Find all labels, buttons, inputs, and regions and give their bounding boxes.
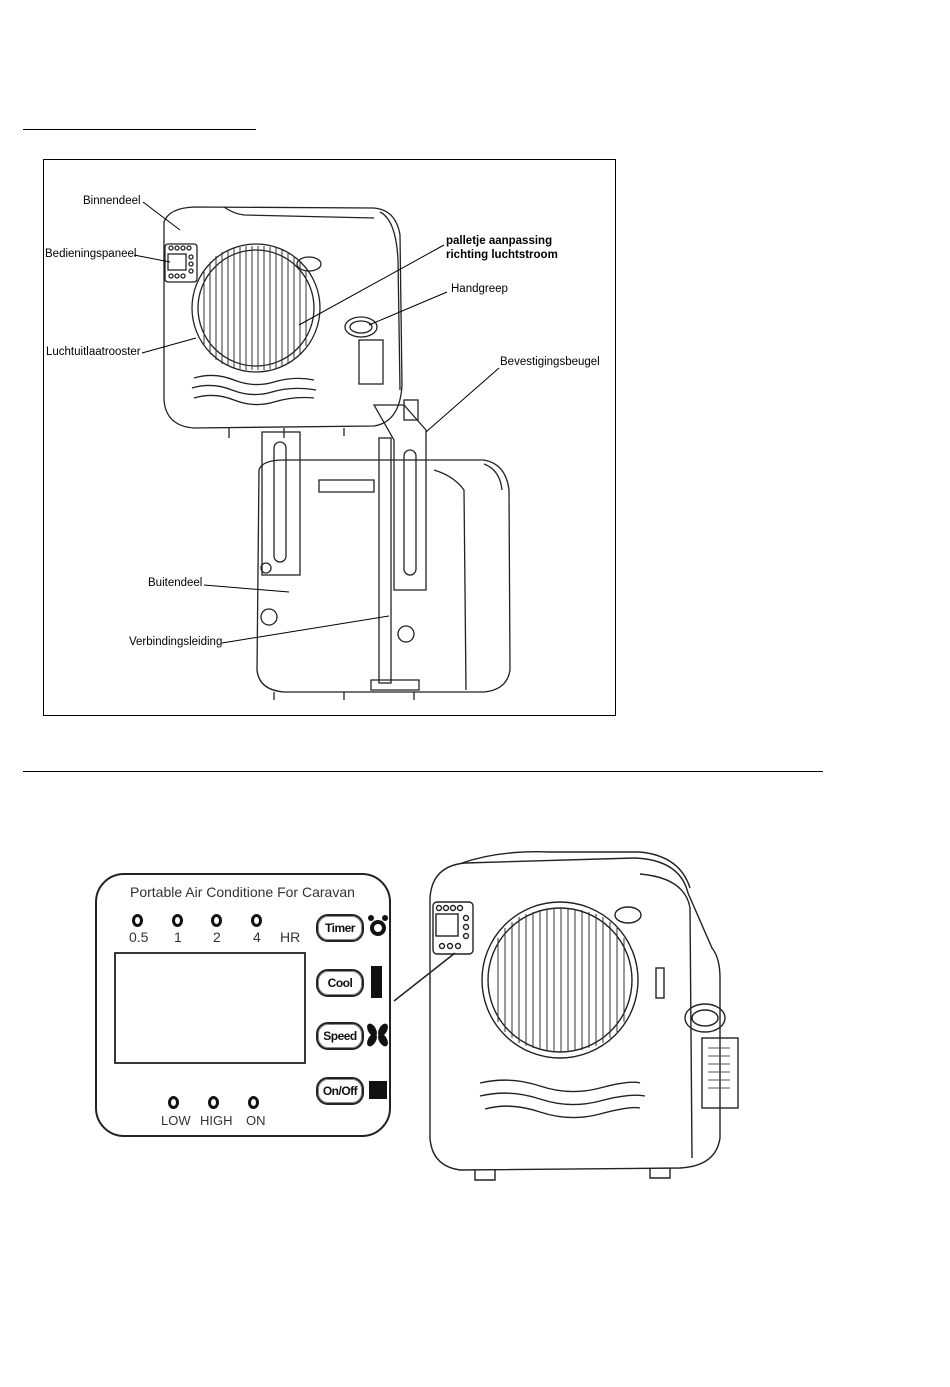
label-verbindingsleiding: Verbindingsleiding <box>129 636 222 648</box>
label-luchtuitlaatrooster: Luchtuitlaatrooster <box>46 346 141 358</box>
on-off-button[interactable]: On/Off <box>316 1077 364 1105</box>
speed-led-label: HIGH <box>200 1113 233 1128</box>
label-bedieningspaneel: Bedieningspaneel <box>45 248 136 260</box>
timer-option-label: 0.5 <box>129 929 148 945</box>
timer-unit-label: HR <box>280 929 300 945</box>
speed-led-label: LOW <box>161 1113 191 1128</box>
timer-led-0.5 <box>132 914 143 927</box>
timer-led-4 <box>251 914 262 927</box>
timer-button[interactable]: Timer <box>316 914 364 942</box>
unit-diagram-figure: Binnendeel Bedieningspaneel Luchtuitlaat… <box>43 159 616 716</box>
speed-led-label: ON <box>246 1113 266 1128</box>
label-richting-luchtstroom: richting luchtstroom <box>446 249 558 261</box>
top-rule <box>23 129 256 130</box>
speed-led-on <box>248 1096 259 1109</box>
label-palletje: palletje aanpassing <box>446 235 552 247</box>
label-bevestigingsbeugel: Bevestigingsbeugel <box>500 356 600 368</box>
speed-led-high <box>208 1096 219 1109</box>
timer-option-label: 4 <box>253 929 261 945</box>
timer-led-1 <box>172 914 183 927</box>
timer-led-2 <box>211 914 222 927</box>
cool-button[interactable]: Cool <box>316 969 364 997</box>
timer-option-label: 1 <box>174 929 182 945</box>
control-panel-figure: Portable Air Conditione For Caravan 0.5 … <box>80 838 760 1183</box>
power-square-icon <box>369 1081 387 1099</box>
label-handgreep: Handgreep <box>451 283 508 295</box>
speed-button[interactable]: Speed <box>316 1022 364 1050</box>
speed-led-low <box>168 1096 179 1109</box>
label-binnendeel: Binnendeel <box>83 195 141 207</box>
cool-bar-icon <box>371 966 382 998</box>
panel-title: Portable Air Conditione For Caravan <box>130 884 355 900</box>
middle-rule <box>23 771 823 772</box>
label-buitendeel: Buitendeel <box>148 577 202 589</box>
timer-option-label: 2 <box>213 929 221 945</box>
